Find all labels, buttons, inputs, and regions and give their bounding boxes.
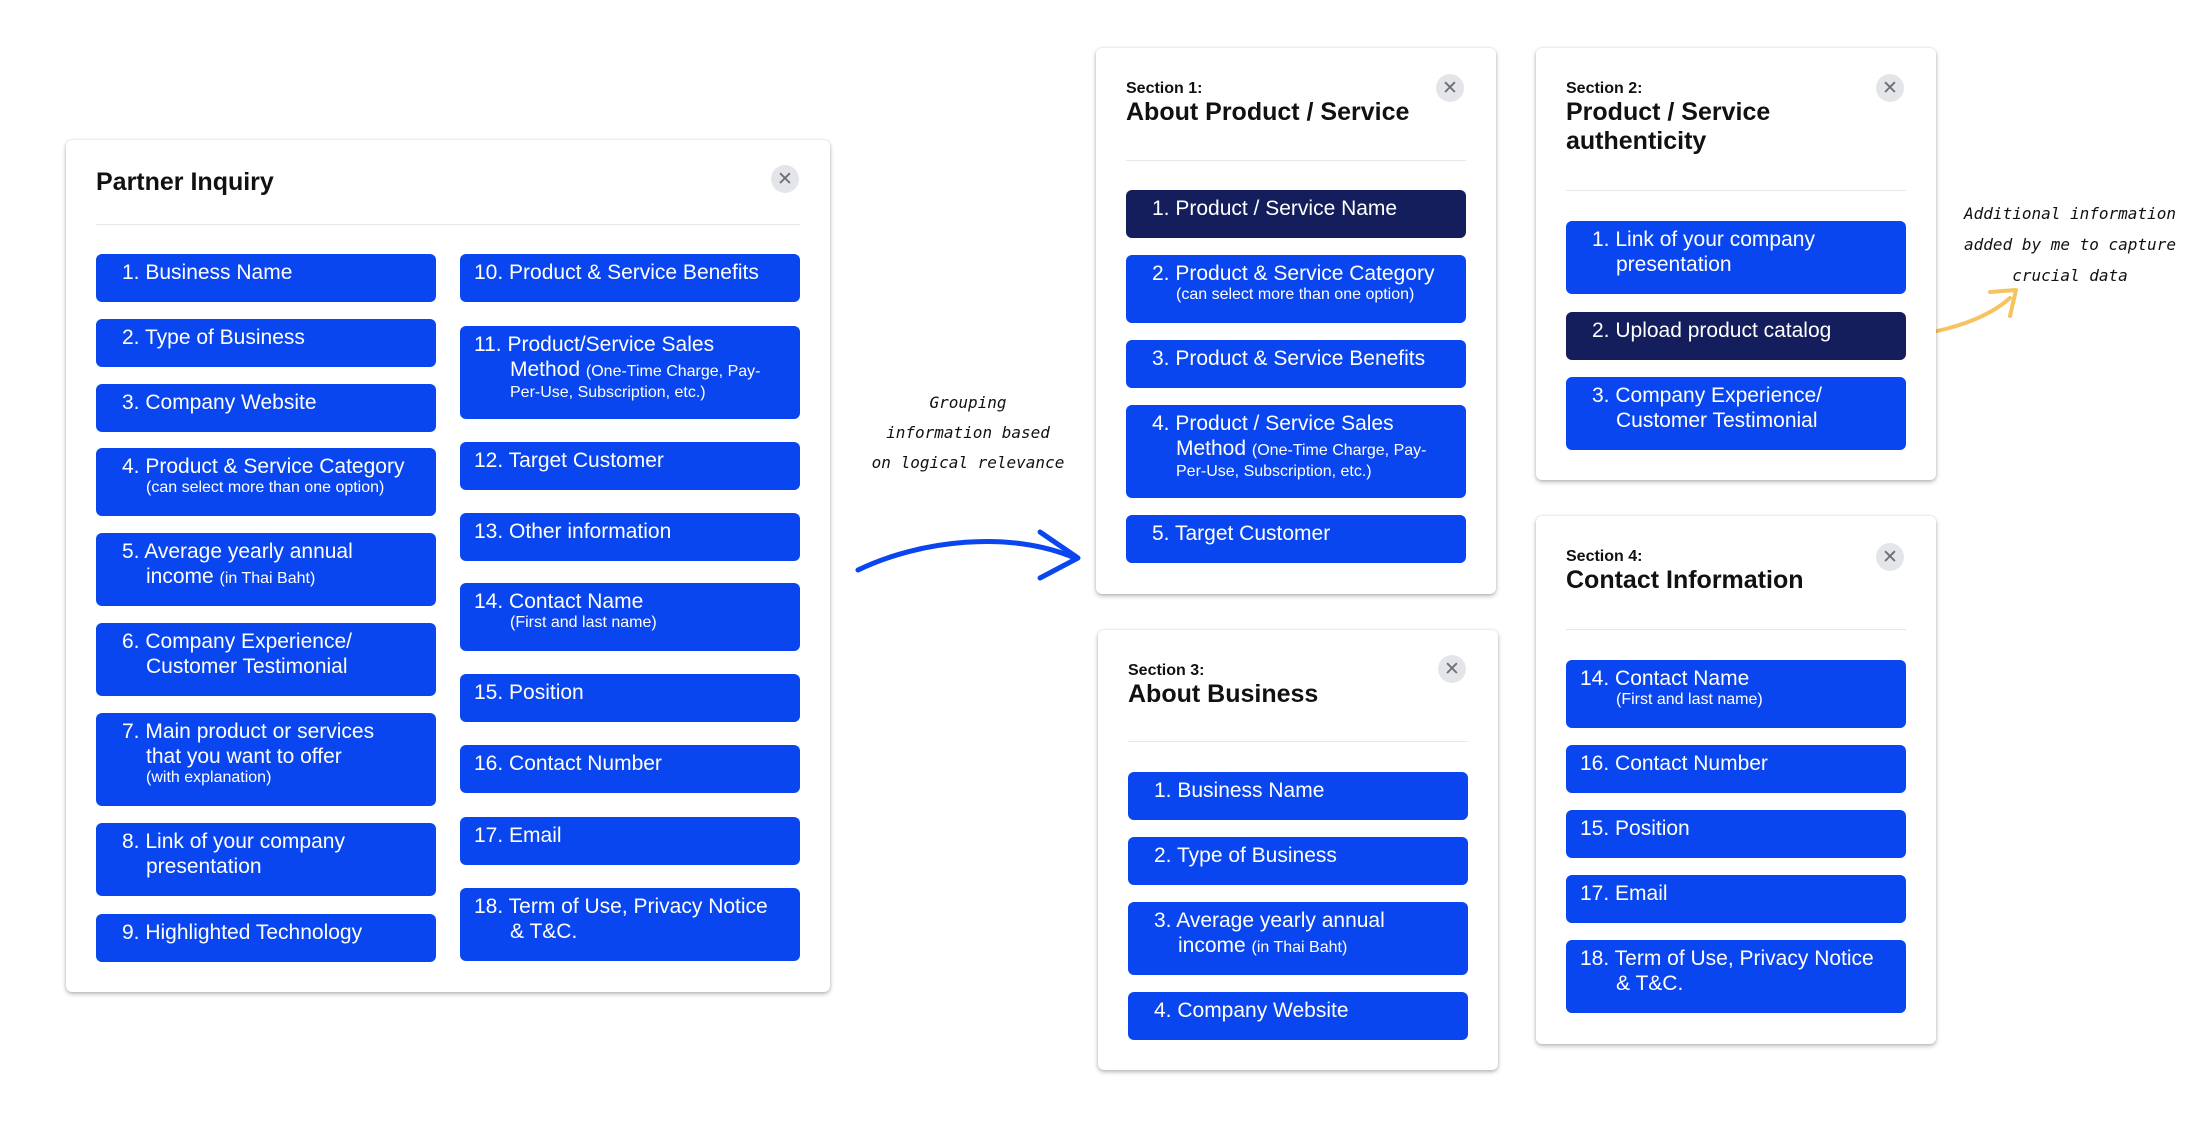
field-item-company-experience[interactable]: 3. Company Experience/ Customer Testimon… [1566, 377, 1906, 450]
section-title: About Product / Service [1126, 98, 1410, 126]
field-item-position[interactable]: 15. Position [1566, 810, 1906, 858]
field-item-product-service-category[interactable]: 4. Product & Service Category (can selec… [96, 448, 436, 516]
field-item-sales-method[interactable]: 4. Product / Service Sales Method (One-T… [1126, 405, 1466, 498]
close-button[interactable]: ✕ [1876, 74, 1904, 102]
field-item-contact-number[interactable]: 16. Contact Number [460, 745, 800, 793]
field-item-business-name[interactable]: 1. Business Name [1128, 772, 1468, 820]
field-item-main-product[interactable]: 7. Main product or services that you wan… [96, 713, 436, 806]
partner-inquiry-card: Partner Inquiry ✕ 1. Business Name 2. Ty… [66, 140, 830, 992]
field-item-product-benefits[interactable]: 3. Product & Service Benefits [1126, 340, 1466, 388]
section-title: Product / Service authenticity [1566, 98, 1771, 155]
field-item-sales-method[interactable]: 11. Product/Service Sales Method (One-Ti… [460, 326, 800, 419]
section-label: Section 2: [1566, 80, 1643, 97]
field-item-product-service-name[interactable]: 1. Product / Service Name [1126, 190, 1466, 238]
field-item-email[interactable]: 17. Email [460, 817, 800, 865]
section-2-card: Section 2: Product / Service authenticit… [1536, 48, 1936, 480]
field-item-target-customer[interactable]: 5. Target Customer [1126, 515, 1466, 563]
section-label: Section 1: [1126, 80, 1203, 97]
grouping-note: Grouping information based on logical re… [871, 393, 1065, 472]
close-button[interactable]: ✕ [1438, 655, 1466, 683]
section-label: Section 4: [1566, 548, 1643, 565]
close-button[interactable]: ✕ [1436, 74, 1464, 102]
field-item-contact-name[interactable]: 14. Contact Name (First and last name) [460, 583, 800, 651]
field-item-product-benefits[interactable]: 10. Product & Service Benefits [460, 254, 800, 302]
divider [1128, 741, 1468, 742]
field-item-terms[interactable]: 18. Term of Use, Privacy Notice & T&C. [1566, 940, 1906, 1013]
field-item-company-website[interactable]: 3. Company Website [96, 384, 436, 432]
close-button[interactable]: ✕ [1876, 543, 1904, 571]
field-item-contact-number[interactable]: 16. Contact Number [1566, 745, 1906, 793]
field-item-company-presentation[interactable]: 8. Link of your company presentation [96, 823, 436, 896]
section-title: About Business [1128, 680, 1319, 708]
divider [96, 224, 800, 225]
field-item-upload-catalog[interactable]: 2. Upload product catalog [1566, 312, 1906, 360]
field-item-average-income[interactable]: 5. Average yearly annual income (in Thai… [96, 533, 436, 606]
close-icon: ✕ [1442, 77, 1458, 99]
field-item-type-of-business[interactable]: 2. Type of Business [1128, 837, 1468, 885]
close-icon: ✕ [1882, 546, 1898, 568]
close-icon: ✕ [1882, 77, 1898, 99]
section-title: Contact Information [1566, 566, 1804, 594]
field-item-position[interactable]: 15. Position [460, 674, 800, 722]
section-1-card: Section 1: About Product / Service ✕ 1. … [1096, 48, 1496, 594]
field-item-company-experience[interactable]: 6. Company Experience/ Customer Testimon… [96, 623, 436, 696]
field-item-company-presentation[interactable]: 1. Link of your company presentation [1566, 221, 1906, 294]
field-item-email[interactable]: 17. Email [1566, 875, 1906, 923]
field-item-contact-name[interactable]: 14. Contact Name (First and last name) [1566, 660, 1906, 728]
card-title: Partner Inquiry [96, 168, 274, 196]
additional-info-note: Additional information added by me to ca… [1964, 204, 2176, 285]
field-item-type-of-business[interactable]: 2. Type of Business [96, 319, 436, 367]
field-item-highlighted-technology[interactable]: 9. Highlighted Technology [96, 914, 436, 962]
divider [1126, 160, 1466, 161]
field-item-business-name[interactable]: 1. Business Name [96, 254, 436, 302]
section-3-card: Section 3: About Business ✕ 1. Business … [1098, 630, 1498, 1070]
field-item-product-service-category[interactable]: 2. Product & Service Category (can selec… [1126, 255, 1466, 323]
section-4-card: Section 4: Contact Information ✕ 14. Con… [1536, 516, 1936, 1044]
field-item-target-customer[interactable]: 12. Target Customer [460, 442, 800, 490]
field-item-average-income[interactable]: 3. Average yearly annual income (in Thai… [1128, 902, 1468, 975]
field-item-other-information[interactable]: 13. Other information [460, 513, 800, 561]
divider [1566, 190, 1906, 191]
close-icon: ✕ [1444, 658, 1460, 680]
field-item-terms[interactable]: 18. Term of Use, Privacy Notice & T&C. [460, 888, 800, 961]
field-item-company-website[interactable]: 4. Company Website [1128, 992, 1468, 1040]
close-button[interactable]: ✕ [771, 165, 799, 193]
divider [1566, 629, 1906, 630]
close-icon: ✕ [777, 168, 793, 190]
section-label: Section 3: [1128, 662, 1205, 679]
